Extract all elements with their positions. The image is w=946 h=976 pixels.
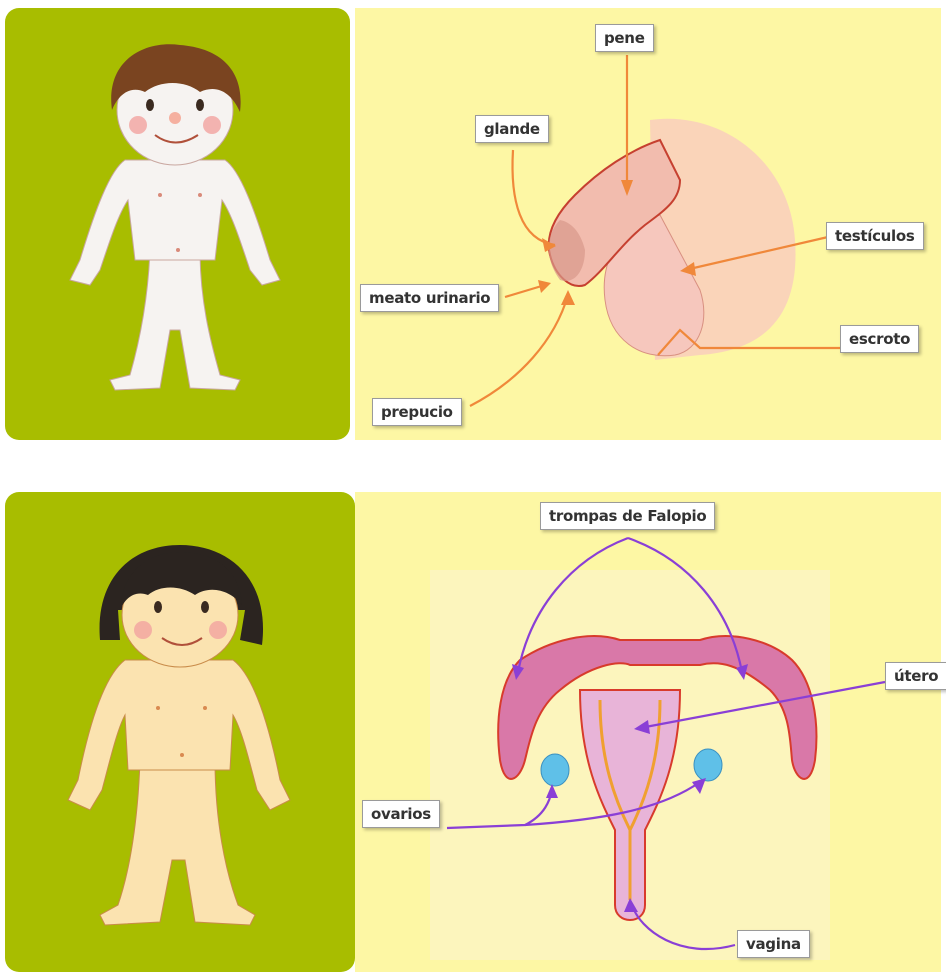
- label-vagina: vagina: [737, 930, 810, 958]
- label-trompas-de-falopio: trompas de Falopio: [540, 502, 715, 530]
- label-utero: útero: [885, 662, 946, 690]
- label-ovarios: ovarios: [362, 800, 440, 828]
